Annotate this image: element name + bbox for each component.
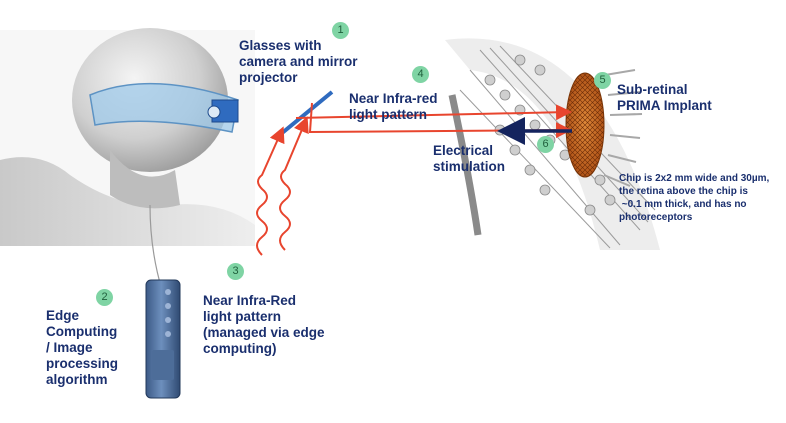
implant-label: Sub-retinal PRIMA Implant — [617, 82, 712, 113]
chip-note: Chip is 2x2 mm wide and 30µm, the retina… — [619, 173, 770, 223]
near-infrared-light-path — [256, 102, 572, 256]
badge-6: 6 — [537, 136, 554, 153]
badge-3: 3 — [227, 263, 244, 280]
badge-4: 4 — [412, 66, 429, 83]
nir-light-label: Near Infra-red light pattern — [349, 91, 438, 122]
electrical-stimulation-label: Electrical stimulation — [433, 143, 506, 174]
edge-computing-label: Edge Computing / Image processing algori… — [46, 308, 119, 387]
badge-2: 2 — [96, 289, 113, 306]
glasses-label: Glasses with camera and mirror projector — [239, 38, 358, 85]
badge-1: 1 — [332, 22, 349, 39]
edge-computing-device — [145, 279, 181, 399]
head-with-glasses-illustration — [0, 28, 255, 291]
prima-implant-chip — [565, 72, 605, 178]
mirror-projector — [274, 90, 334, 140]
badge-5: 5 — [594, 72, 611, 89]
nir-pattern-label: Near Infra-Red light pattern (managed vi… — [203, 293, 325, 356]
